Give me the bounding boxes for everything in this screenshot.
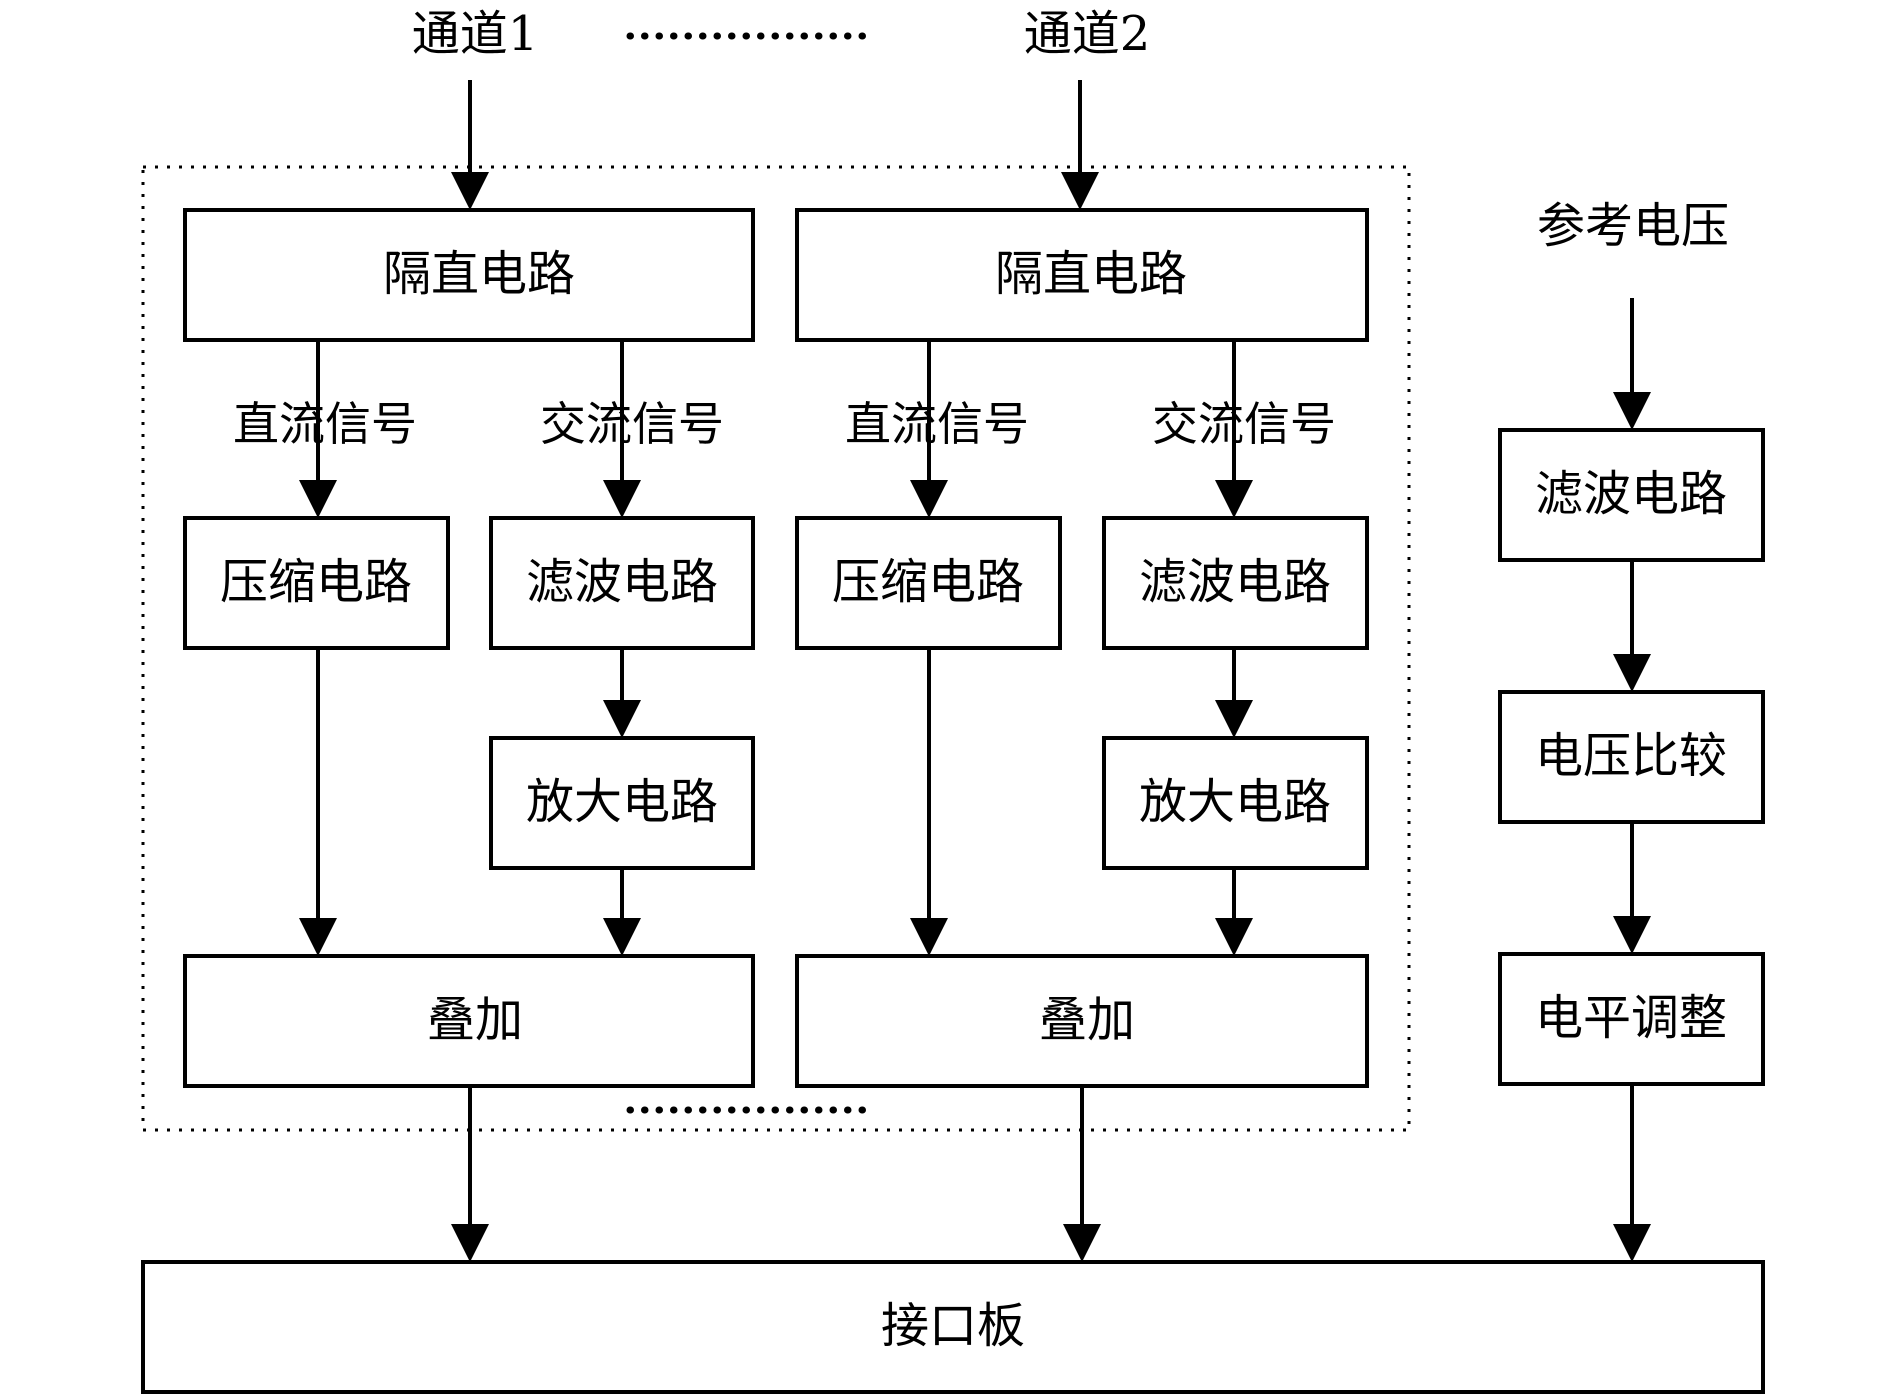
arrowhead: [1613, 654, 1651, 692]
arrowhead: [299, 918, 337, 956]
arrowhead: [451, 172, 489, 210]
interface-board-label: 接口板: [881, 1298, 1025, 1354]
dc-signal-label: 直流信号: [233, 397, 417, 451]
arrowhead: [1613, 392, 1651, 430]
arrowhead: [1215, 480, 1253, 518]
dc-block-circuit-box: [795, 208, 1369, 342]
filter-circuit-box: [1102, 516, 1369, 650]
arrowhead: [1613, 916, 1651, 954]
amplifier-circuit-box: [1102, 736, 1369, 870]
voltage-comparison-box: [1498, 690, 1765, 824]
amplifier-circuit-label: 放大电路: [526, 774, 718, 830]
sum-box: [183, 954, 755, 1088]
compression-circuit-box: [183, 516, 450, 650]
reference-filter-circuit-box: [1498, 428, 1765, 562]
dc-signal-label: 直流信号: [845, 397, 1029, 451]
filter-circuit-label: 滤波电路: [526, 554, 718, 610]
filter-circuit-label: 滤波电路: [1139, 554, 1331, 610]
arrowhead: [1215, 918, 1253, 956]
arrowhead: [910, 918, 948, 956]
reference-voltage-label: 参考电压: [1537, 198, 1729, 254]
interface-board-box: [141, 1260, 1765, 1394]
dc-block-circuit-label: 隔直电路: [995, 246, 1187, 302]
amplifier-circuit-label: 放大电路: [1139, 774, 1331, 830]
reference-filter-circuit-label: 滤波电路: [1535, 466, 1727, 522]
arrowhead: [603, 480, 641, 518]
arrowhead: [1063, 1224, 1101, 1262]
arrowhead: [603, 700, 641, 738]
sum-box: [795, 954, 1369, 1088]
channel-2-chain: 隔直电路 直流信号 交流信号 压缩电路 滤波电路 放大电路 叠加: [795, 208, 1369, 1088]
sum-label: 叠加: [427, 992, 523, 1048]
channel-2-label: 通道2: [1024, 6, 1151, 62]
level-adjustment-label: 电平调整: [1535, 990, 1727, 1046]
compression-circuit-label: 压缩电路: [220, 554, 412, 610]
compression-circuit-box: [795, 516, 1062, 650]
ac-signal-label: 交流信号: [1152, 397, 1336, 451]
arrowhead: [1215, 700, 1253, 738]
compression-circuit-label: 压缩电路: [832, 554, 1024, 610]
arrowhead: [1061, 172, 1099, 210]
reference-chain: 参考电压 滤波电路 电压比较 电平调整: [1498, 198, 1765, 1086]
sum-label: 叠加: [1039, 992, 1135, 1048]
arrowhead: [603, 918, 641, 956]
ac-signal-label: 交流信号: [540, 397, 724, 451]
arrowhead: [910, 480, 948, 518]
arrowhead: [451, 1224, 489, 1262]
dc-block-circuit-label: 隔直电路: [383, 246, 575, 302]
channel-1-chain: 隔直电路 直流信号 交流信号 压缩电路 滤波电路 放大电路 叠加: [183, 208, 755, 1088]
arrowhead: [299, 480, 337, 518]
dc-block-circuit-box: [183, 208, 755, 342]
arrowhead: [1613, 1224, 1651, 1262]
channel-1-label: 通道1: [412, 6, 539, 62]
voltage-comparison-label: 电压比较: [1535, 728, 1727, 784]
